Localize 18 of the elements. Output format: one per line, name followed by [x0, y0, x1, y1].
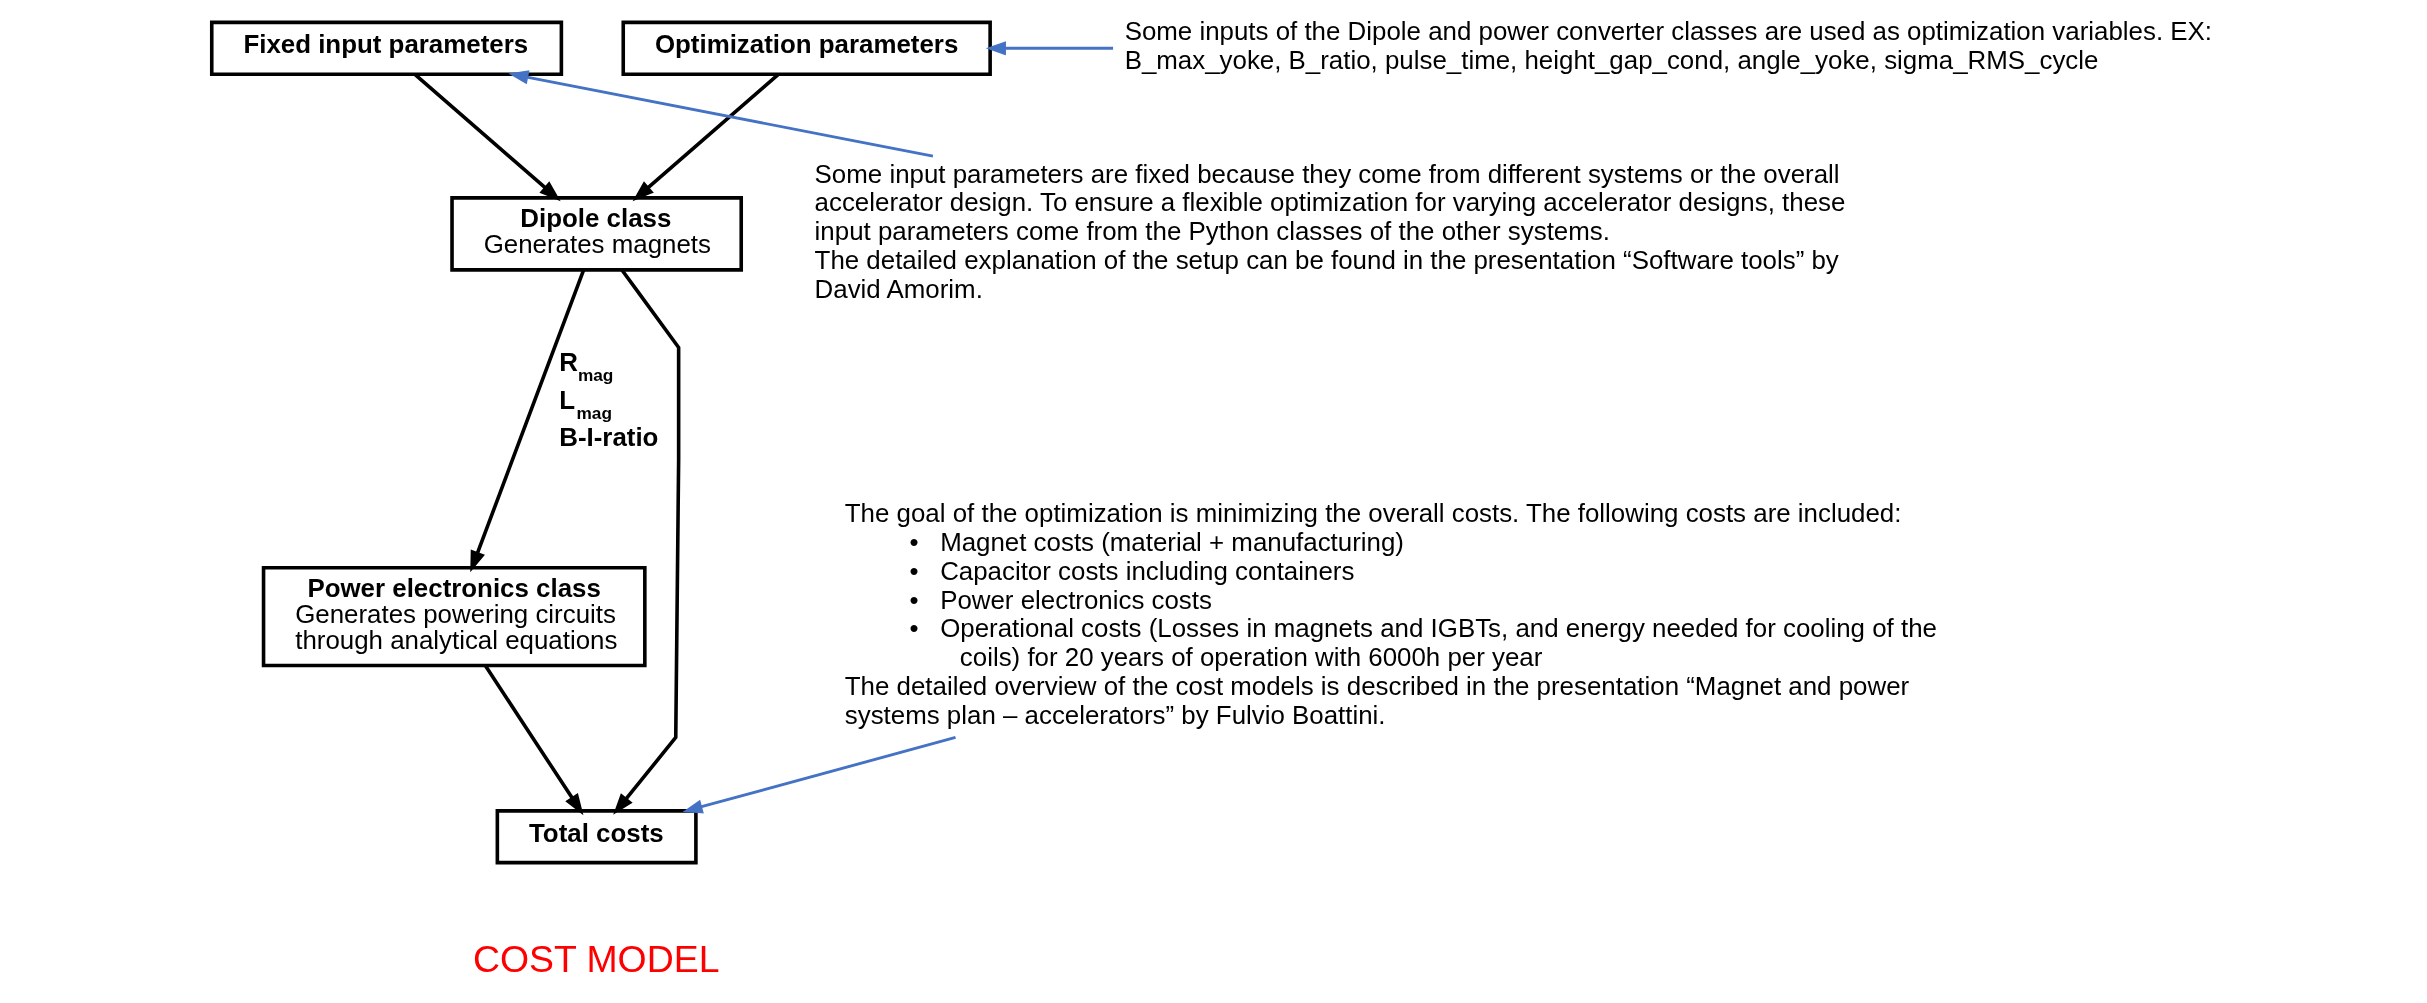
- node-text: Some inputs of the Dipole and power converter classes are used as optimization variables. EX: B_max_yoke, B_ratio, pulse_time, height_gap_cond, angle_yoke, sigma_RMS_cycle: [1124, 17, 2212, 75]
- node-box: Fixed input parameters: [209, 20, 564, 76]
- arrow: [985, 41, 1114, 56]
- arrow: [483, 664, 584, 816]
- node-box: Power electronics class Generates powering circuits through analytical equations: [261, 565, 647, 668]
- arrow: [613, 269, 681, 815]
- node-label: COST MODEL: [472, 937, 720, 980]
- node-box: Dipole class Generates magnets: [450, 196, 743, 272]
- edge-label: R$_{mag}$ L$_{mag}$ B-I-ratio: [559, 348, 659, 451]
- arrow: [632, 73, 780, 202]
- node-text: Some input parameters are fixed because they come from different systems or the overall accelerator design. To ensure a flexible optimization for varying accelerator designs, these input parameters come from the Python classes of the other systems. The detailed explanation of the setup can be found in the presentation “Software tools” by David Amorim.: [814, 159, 1846, 303]
- arrow: [508, 70, 934, 158]
- arrow: [413, 73, 561, 202]
- node-text: The goal of the optimization is minimizing the overall costs. The following costs are included: • Magnet costs (material + manufacturing) • Capacitor costs including containers • Power electronics costs • Operational costs (Losses in magnets and IGBTs, and energy needed for cooling of the coils) for 20 years of operation with 6000h per year The detailed overview of the cost models is described in the presentation “Magnet and power systems plan – accelerators” by Fulvio Boattini.: [844, 499, 1937, 729]
- node-box: Optimization parameters: [621, 20, 992, 76]
- arrow: [682, 736, 956, 814]
- arrow: [470, 269, 586, 573]
- node-box: Total costs: [495, 809, 698, 865]
